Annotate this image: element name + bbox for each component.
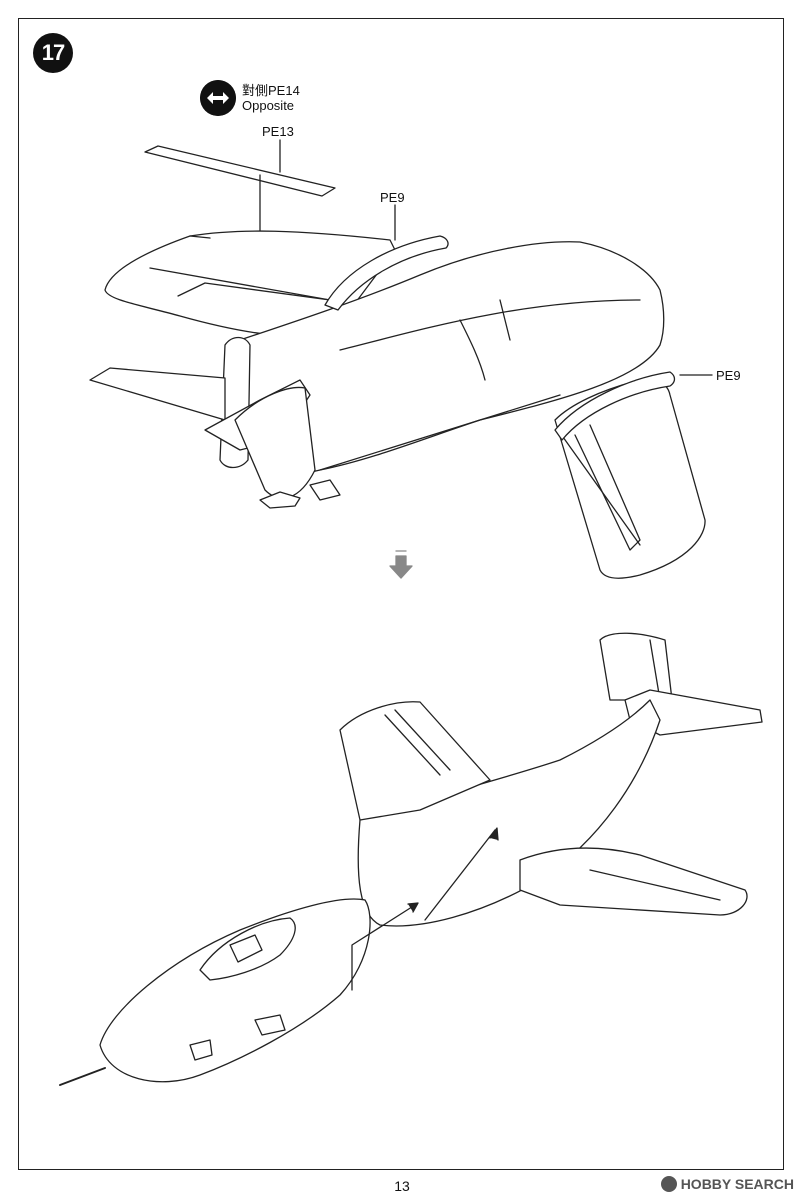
step-number-badge: 17 (33, 33, 73, 73)
callout-pe9-right: PE9 (716, 368, 741, 383)
pe9-right-part (554, 371, 676, 441)
callout-pe9-upper: PE9 (380, 190, 405, 205)
guide-line-2 (424, 829, 496, 921)
upper-aircraft-view (89, 139, 713, 579)
watermark: HOBBY SEARCH (660, 1176, 794, 1192)
guide-line-1 (351, 904, 416, 991)
opposite-text-en: Opposite (242, 98, 295, 113)
lower-aircraft-view (59, 632, 763, 1086)
down-arrow-icon (389, 550, 413, 579)
watermark-logo-icon (660, 1176, 677, 1192)
lower-canopy (199, 917, 296, 981)
opposite-note: 對側PE14 Opposite (200, 80, 300, 116)
lower-right-wing (519, 847, 748, 916)
left-stabiliser (89, 367, 226, 421)
page-number: 13 (394, 1178, 410, 1194)
left-wing (104, 230, 396, 337)
pe13-part (144, 145, 336, 197)
lower-vertical-tail (599, 632, 673, 701)
watermark-text: HOBBY SEARCH (680, 1176, 794, 1192)
lower-left-wing (339, 701, 491, 821)
double-arrow-icon (200, 80, 236, 116)
lower-nose-section (99, 898, 371, 1083)
opposite-text-cn: 對側PE14 (242, 83, 300, 98)
pe9-upper-part (324, 235, 449, 311)
pitot-probe (59, 1067, 106, 1086)
page-frame (18, 18, 784, 1170)
lower-fuselage (357, 699, 661, 927)
opposite-text: 對側PE14 Opposite (242, 83, 300, 113)
guide-arrow-1 (407, 902, 419, 913)
guide-arrow-2 (489, 827, 499, 841)
callout-pe13: PE13 (262, 124, 294, 139)
